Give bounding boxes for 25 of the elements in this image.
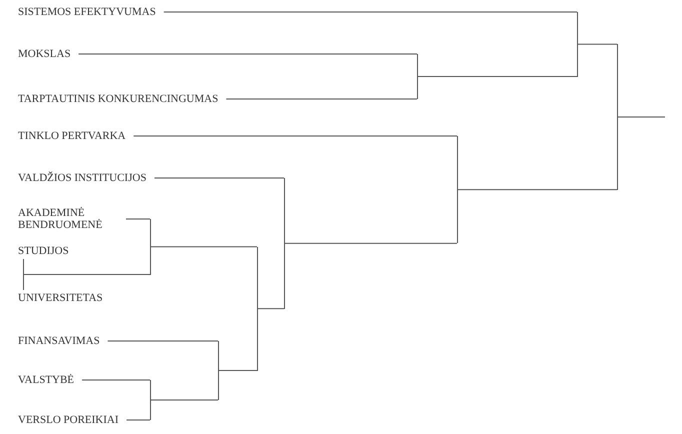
dendrogram-link xyxy=(150,246,258,248)
dendrogram-link xyxy=(23,280,24,290)
dendrogram-link xyxy=(218,370,258,371)
variable-label: MOKSLAS xyxy=(18,48,71,60)
dendrogram-link xyxy=(23,258,24,270)
variable-label: TARPTAUTINIS KONKURENCINGUMAS xyxy=(18,93,218,105)
dendrogram-link xyxy=(418,76,578,77)
dendrogram-link xyxy=(284,242,458,244)
variable-label: VERSLO POREIKIAI xyxy=(18,414,119,426)
variable-label: STUDIJOS xyxy=(18,245,69,257)
dendrogram-link xyxy=(24,274,150,275)
variable-label: FINANSAVIMAS xyxy=(18,335,100,347)
dendrogram-link xyxy=(258,308,284,310)
dendrogram-link xyxy=(618,116,666,118)
dendrogram-link xyxy=(226,98,418,100)
variable-label: SISTEMOS EFEKTYVUMAS xyxy=(18,6,156,18)
variable-label: VALSTYBĖ xyxy=(18,374,74,386)
variable-label: VALDŽIOS INSTITUCIJOS xyxy=(18,172,146,184)
dendrogram-link xyxy=(126,218,150,220)
dendrogram-link xyxy=(458,189,618,190)
variable-label: UNIVERSITETAS xyxy=(18,292,103,304)
variable-label: AKADEMINĖ BENDRUOMENĖ xyxy=(18,207,118,231)
variable-label: TINKLO PERTVARKA xyxy=(18,130,126,142)
dendrogram-link xyxy=(107,340,218,342)
dendrogram-link xyxy=(578,44,618,45)
